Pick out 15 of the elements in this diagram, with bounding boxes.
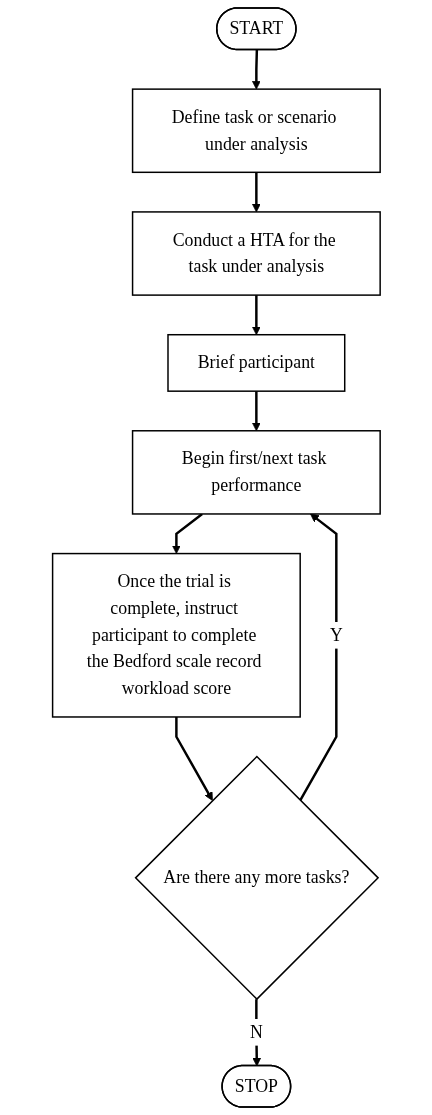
node-diamond: Are there any more tasks? [134, 755, 379, 1001]
arrow [251, 172, 261, 213]
arrow [251, 295, 261, 336]
edge-label: N [249, 1021, 263, 1042]
arrow [174, 717, 213, 801]
node-box: Begin first/next task performance [131, 430, 381, 515]
node-box: Brief participant [166, 333, 346, 392]
node-box: Conduct a HTA for the task under analysis [131, 211, 381, 296]
arrow [251, 49, 261, 90]
node-box: Once the trial is complete, instruct participant to complete the Bedford scale record workload score [51, 552, 301, 718]
arrow [251, 391, 261, 432]
node-box: Define task or scenario under analysis [131, 88, 381, 174]
arrow [298, 513, 338, 802]
arrow [171, 513, 203, 554]
edge-label: Y [329, 624, 343, 645]
